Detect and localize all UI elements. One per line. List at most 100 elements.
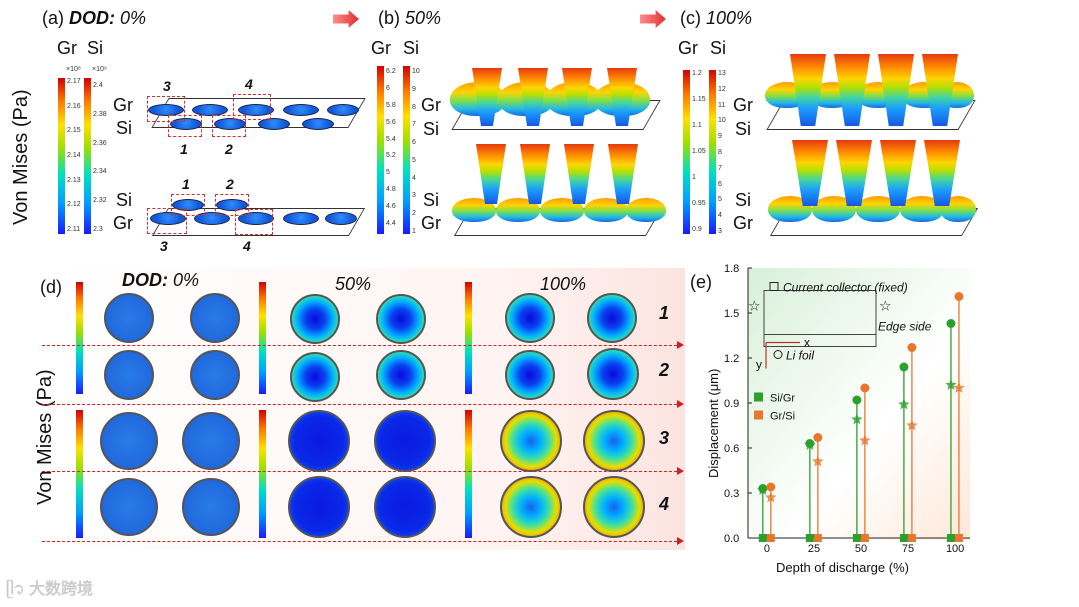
panel-d-dod-header: DOD: 0%: [122, 270, 200, 290]
x-axis-label: Depth of discharge (%): [776, 560, 909, 575]
plate-si-label: Si: [735, 190, 752, 210]
panel-a-gr-label: Gr: [57, 38, 77, 58]
panel-d-50-header: 50%: [335, 274, 372, 294]
colorbar-tick-label: 1.2: [692, 70, 702, 77]
edge-star-icon: ☆: [748, 298, 761, 314]
legend-swatch: [754, 410, 763, 420]
stress-map: [376, 294, 426, 344]
stress-map: [104, 350, 154, 400]
x-tick-label: 100: [946, 543, 964, 555]
panel-c-label: (c) 100%: [680, 8, 753, 28]
stress-map: [583, 410, 645, 472]
colorbar-tick-label: 2: [412, 210, 416, 218]
colorbar-tick-label: 4.4: [386, 220, 396, 227]
current-collector-marker: [899, 534, 908, 542]
stress-map: [583, 476, 645, 538]
label-2: 2: [225, 141, 233, 157]
colorbar-tick-label: 4.8: [386, 186, 396, 194]
label-3: 3: [160, 238, 168, 254]
panel-d-label: (d): [40, 277, 62, 297]
panel-d-colorbar: [465, 282, 472, 394]
legend-label: Gr/Si: [770, 411, 795, 423]
gr-disk: [148, 104, 184, 116]
colorbar-tick-label: 6.2: [386, 68, 396, 75]
panel-a-si-label: Si: [87, 38, 104, 58]
y-tick-label: 0.9: [724, 398, 739, 410]
colorbar-tick-label: 9: [412, 85, 416, 93]
colorbar-tick-label: 10: [412, 68, 420, 75]
stress-map: [288, 476, 350, 538]
colorbar-tick-label: 7: [718, 164, 722, 172]
x-tick-label: 75: [902, 543, 914, 555]
highlight-box-1: [168, 115, 202, 137]
colorbar-tick-label: 8: [412, 103, 416, 111]
colorbar-tick-label: 2.13: [67, 176, 81, 184]
stress-map: [374, 410, 436, 472]
plate-gr-label: Gr: [113, 95, 133, 115]
colorbar-tick-label: 2.15: [67, 127, 81, 135]
plate-gr-label: Gr: [421, 213, 441, 233]
highlight-box-4: [235, 209, 273, 235]
legend-swatch: [754, 392, 763, 402]
colorbar-tick-label: 2.16: [67, 102, 81, 110]
li-foil-marker: [766, 482, 776, 492]
current-collector-marker: [954, 534, 963, 542]
y-tick-label: 1.5: [724, 308, 739, 320]
row-label-2: 2: [659, 360, 670, 380]
colorbar-tick-label: 5: [412, 156, 416, 164]
highlight-box-4: [233, 94, 271, 120]
panel-d-colorbar: [259, 282, 266, 394]
x-tick-label: 0: [764, 543, 770, 555]
stress-map: [190, 293, 240, 343]
current-collector-marker: [946, 534, 955, 542]
li-foil-marker: [954, 292, 964, 301]
colorbar-tick-label: 0.9: [692, 226, 702, 233]
highlight-box-2: [212, 115, 246, 137]
gr-disk: [238, 104, 274, 116]
panel-a-gr-colorbar: [58, 78, 65, 234]
si-pillar: [476, 144, 506, 204]
gr-disk: [283, 104, 319, 116]
li-foil-icon: [773, 350, 783, 359]
stress-map: [288, 410, 350, 472]
panel-b-gr-label: Gr: [371, 38, 391, 58]
edge-side-marker: [953, 382, 965, 393]
watermark-logo-icon: ᥫ᭡: [6, 581, 25, 598]
colorbar-tick-label: 1: [692, 174, 696, 181]
panel-b-gr-colorbar: [377, 66, 384, 234]
colorbar-tick-label: 2.38: [93, 110, 107, 118]
stress-map: [190, 350, 240, 400]
label-3: 3: [163, 78, 171, 94]
highlight-box-1: [171, 194, 205, 216]
panel-c-si-colorbar: [709, 70, 716, 234]
row-divider-arrow: [42, 341, 684, 349]
current-collector-icon: [769, 282, 779, 291]
colorbar-tick-label: 1.1: [692, 122, 702, 129]
stress-map: [182, 478, 240, 536]
y-tick-label: 0.6: [724, 443, 739, 455]
plate-gr-label: Gr: [733, 95, 753, 115]
panel-a-si-exponent: ×10⁹: [92, 66, 107, 73]
colorbar-tick-label: 5: [718, 196, 722, 204]
colorbar-tick-label: 3: [412, 192, 416, 200]
gr-disk: [325, 212, 357, 225]
edge-side-marker: [765, 491, 777, 503]
current-collector-annotation: Current collector (fixed): [783, 281, 908, 295]
edge-side-marker: [757, 484, 769, 495]
colorbar-tick-label: 5: [386, 169, 390, 177]
stress-map: [182, 412, 240, 470]
li-foil-marker: [907, 343, 917, 352]
stress-map: [290, 352, 340, 402]
y-tick-label: 0.0: [724, 533, 739, 545]
colorbar-tick-label: 9: [718, 133, 722, 141]
current-collector-marker: [766, 534, 775, 542]
panel-a-si-colorbar: [84, 78, 91, 234]
plate-gr-label: Gr: [733, 213, 753, 233]
stress-map: [290, 294, 340, 344]
li-foil-marker: [946, 319, 956, 328]
row-label-3: 3: [659, 428, 670, 448]
panel-a-gr-exponent: ×10⁸: [66, 66, 81, 73]
panel-c-gr-colorbar: [683, 70, 690, 234]
plate-si-label: Si: [423, 119, 440, 139]
label-4: 4: [245, 76, 253, 92]
